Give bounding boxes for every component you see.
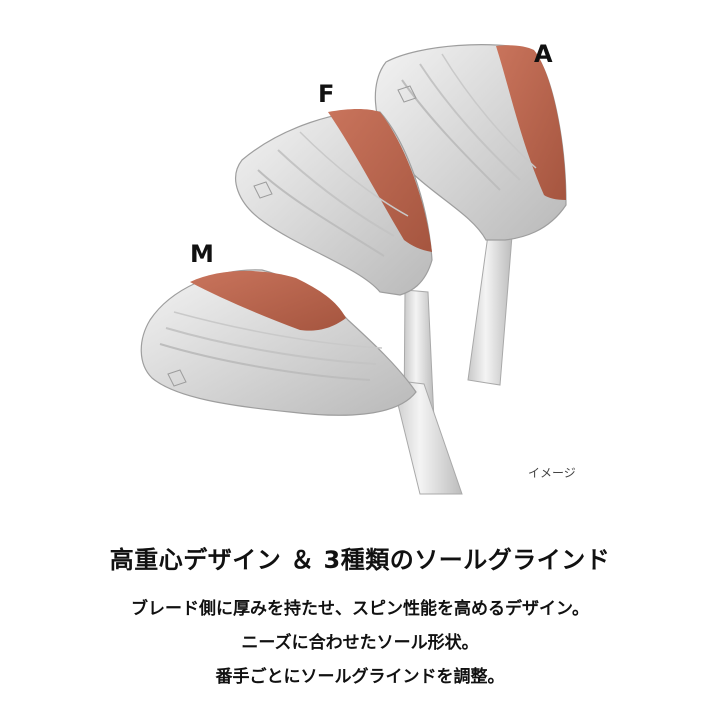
grind-label-f: F	[318, 80, 334, 108]
wedge-a-loft-mark	[397, 85, 417, 103]
wedge-m-groove	[173, 311, 383, 349]
wedge-product-illustration: A F M	[140, 40, 567, 495]
wedge-f-loft-mark	[253, 181, 273, 199]
wedge-f-groove	[299, 131, 409, 217]
wedge-a-groove	[441, 53, 537, 169]
grind-label-m: M	[190, 240, 214, 268]
wedge-f-sole-highlight	[328, 109, 432, 252]
wedge-m: M	[140, 240, 463, 495]
grind-label-a: A	[534, 40, 553, 68]
wedge-a-groove	[419, 63, 521, 181]
headline: 高重心デザイン ＆ 3種類のソールグラインド	[109, 546, 611, 574]
wedge-f-groove	[277, 149, 395, 237]
wedge-m-shaft	[391, 379, 463, 495]
wedge-a-shaft	[467, 234, 513, 386]
wedge-a: A	[374, 40, 567, 386]
description-line-3: 番手ごとにソールグラインドを調整。	[215, 667, 505, 687]
description-line-2: ニーズに合わせたソール形状。	[241, 633, 479, 653]
image-note: イメージ	[528, 466, 576, 480]
wedge-m-loft-mark	[167, 369, 187, 387]
wedge-m-groove	[165, 327, 377, 365]
wedge-a-groove	[401, 79, 501, 191]
wedge-f-groove	[257, 169, 385, 257]
wedge-m-groove	[159, 343, 371, 381]
wedge-m-sole-highlight	[190, 270, 346, 331]
wedge-a-sole-highlight	[496, 45, 566, 200]
description-line-1: ブレード側に厚みを持たせ、スピン性能を高めるデザイン。	[131, 599, 589, 619]
